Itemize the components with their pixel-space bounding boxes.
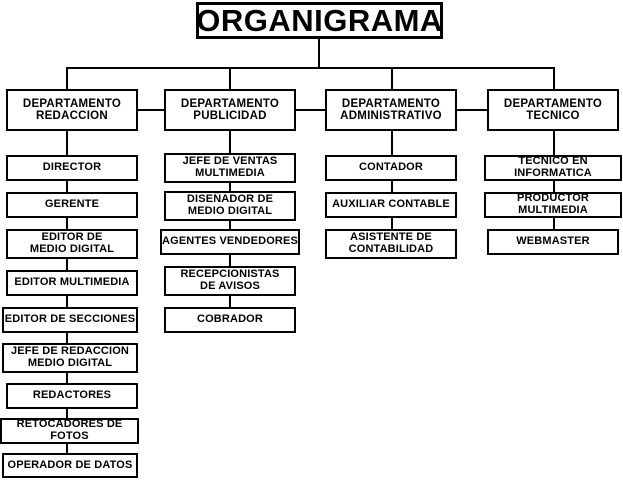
department-node-publicidad: DEPARTAMENTO PUBLICIDAD — [164, 89, 296, 131]
department-node-tecnico: DEPARTAMENTO TECNICO — [487, 89, 619, 131]
role-node-tecnico-en-informatica: TECNICO EN INFORMATICA — [484, 155, 622, 181]
department-node-administrativo: DEPARTAMENTO ADMINISTRATIVO — [325, 89, 457, 131]
role-label-disenador-medio-digital: DISEÑADOR DE MEDIO DIGITAL — [186, 193, 274, 217]
connector-col1-stem-7 — [66, 409, 68, 418]
connector-dept-link-1-2 — [138, 109, 164, 111]
connector-col2-stem-4 — [229, 296, 231, 307]
connector-col4-stem-2 — [553, 218, 555, 229]
role-label-operador-de-datos: OPERADOR DE DATOS — [7, 458, 133, 471]
connector-col1-stem-1 — [66, 181, 68, 192]
role-label-agentes-vendedores: AGENTES VENDEDORES — [162, 235, 298, 248]
role-label-editor-multimedia: EDITOR MULTIMEDIA — [14, 276, 130, 289]
connector-col2-stem-2 — [229, 221, 231, 229]
connector-drop-dept-4 — [553, 67, 555, 89]
role-node-contador: CONTADOR — [325, 155, 457, 181]
role-label-productor-multimedia: PRODUCTOR MULTIMEDIA — [516, 192, 590, 216]
role-node-jefe-ventas-multimedia: JEFE DE VENTAS MULTIMEDIA — [164, 153, 296, 183]
role-label-tecnico-en-informatica: TECNICO EN INFORMATICA — [514, 155, 592, 179]
role-node-asistente-de-contabilidad: ASISTENTE DE CONTABILIDAD — [325, 229, 457, 259]
connector-drop-dept-2 — [229, 67, 231, 89]
role-label-jefe-ventas-multimedia: JEFE DE VENTAS MULTIMEDIA — [182, 155, 278, 179]
connector-col2-stem-3 — [229, 255, 231, 266]
role-node-redactores: REDACTORES — [6, 383, 138, 409]
connector-col1-stem-0 — [66, 131, 68, 155]
role-label-director: DIRECTOR — [42, 161, 102, 174]
role-node-editor-multimedia: EDITOR MULTIMEDIA — [6, 270, 138, 296]
connector-col2-stem-1 — [229, 183, 231, 191]
role-label-cobrador: COBRADOR — [197, 313, 263, 326]
role-node-retocadores-de-fotos: RETOCADORES DE FOTOS — [0, 418, 139, 444]
role-node-gerente: GERENTE — [6, 192, 138, 218]
role-node-director: DIRECTOR — [6, 155, 138, 181]
connector-col1-stem-5 — [66, 333, 68, 343]
department-label-administrativo: DEPARTAMENTO ADMINISTRATIVO — [340, 97, 442, 122]
connector-dept-link-2-3 — [296, 109, 325, 111]
connector-col2-stem-0 — [229, 131, 231, 153]
connector-col1-stem-4 — [66, 296, 68, 307]
role-label-editor-medio-digital: EDITOR DE MEDIO DIGITAL — [29, 231, 115, 255]
role-label-recepcionistas-de-avisos: RECEPCIONISTAS DE AVISOS — [180, 268, 280, 292]
connector-col3-stem-0 — [391, 131, 393, 155]
org-title-node: ORGANIGRAMA — [196, 2, 443, 39]
role-label-asistente-de-contabilidad: ASISTENTE DE CONTABILIDAD — [348, 231, 434, 255]
role-node-cobrador: COBRADOR — [164, 307, 296, 333]
connector-col3-stem-2 — [391, 218, 393, 229]
connector-col1-stem-3 — [66, 259, 68, 270]
role-node-productor-multimedia: PRODUCTOR MULTIMEDIA — [484, 192, 622, 218]
connector-col1-stem-8 — [66, 444, 68, 453]
role-label-jefe-redaccion-medio-digital: JEFE DE REDACCION MEDIO DIGITAL — [10, 345, 130, 369]
department-label-publicidad: DEPARTAMENTO PUBLICIDAD — [180, 97, 280, 122]
connector-title-stem — [318, 39, 320, 68]
role-node-recepcionistas-de-avisos: RECEPCIONISTAS DE AVISOS — [164, 266, 296, 296]
role-label-contador: CONTADOR — [359, 161, 423, 174]
role-label-auxiliar-contable: AUXILIAR CONTABLE — [332, 198, 450, 211]
department-node-redaccion: DEPARTAMENTO REDACCION — [6, 89, 138, 131]
role-node-agentes-vendedores: AGENTES VENDEDORES — [160, 229, 300, 255]
role-node-webmaster: WEBMASTER — [487, 229, 619, 255]
connector-col4-stem-0 — [553, 131, 555, 155]
connector-department-bus — [66, 67, 555, 69]
role-label-webmaster: WEBMASTER — [516, 235, 590, 248]
connector-drop-dept-3 — [391, 67, 393, 89]
department-label-redaccion: DEPARTAMENTO REDACCION — [22, 97, 122, 122]
connector-drop-dept-1 — [66, 67, 68, 89]
role-label-gerente: GERENTE — [44, 198, 100, 211]
role-node-editor-secciones: EDITOR DE SECCIONES — [2, 307, 138, 333]
connector-col1-stem-6 — [66, 373, 68, 383]
role-label-editor-secciones: EDITOR DE SECCIONES — [4, 313, 136, 326]
role-node-disenador-medio-digital: DISEÑADOR DE MEDIO DIGITAL — [164, 191, 296, 221]
connector-col4-stem-1 — [553, 181, 555, 192]
connector-dept-link-3-4 — [457, 109, 487, 111]
role-node-operador-de-datos: OPERADOR DE DATOS — [2, 453, 138, 478]
department-label-tecnico: DEPARTAMENTO TECNICO — [503, 97, 603, 122]
role-label-redactores: REDACTORES — [32, 389, 112, 402]
connector-col3-stem-1 — [391, 181, 393, 192]
connector-col1-stem-2 — [66, 218, 68, 229]
role-node-editor-medio-digital: EDITOR DE MEDIO DIGITAL — [6, 229, 138, 259]
role-node-jefe-redaccion-medio-digital: JEFE DE REDACCION MEDIO DIGITAL — [2, 343, 138, 373]
role-node-auxiliar-contable: AUXILIAR CONTABLE — [325, 192, 457, 218]
role-label-retocadores-de-fotos: RETOCADORES DE FOTOS — [16, 418, 123, 442]
org-title-label: ORGANIGRAMA — [196, 3, 443, 38]
